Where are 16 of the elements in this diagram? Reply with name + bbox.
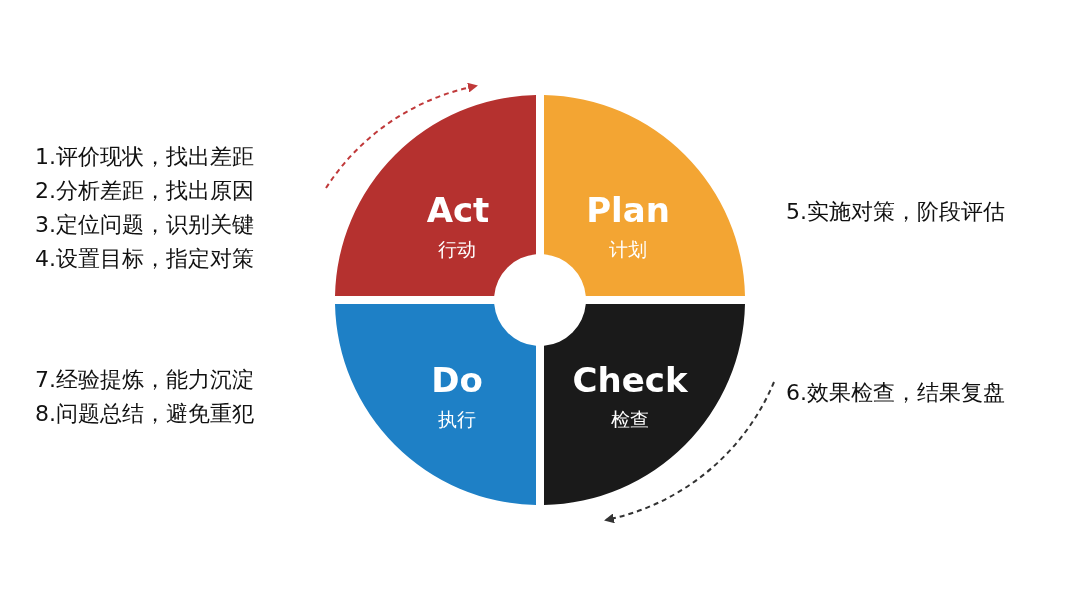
step-text: 8.问题总结，避免重犯: [35, 400, 254, 428]
step-text: 4.设置目标，指定对策: [35, 245, 254, 273]
quadrant-subtitle: 执行: [438, 407, 476, 432]
step-text: 3.定位问题，识别关键: [35, 211, 254, 239]
step-text: 2.分析差距，找出原因: [35, 177, 254, 205]
quadrant-subtitle: 检查: [611, 407, 649, 432]
quadrant-subtitle: 行动: [438, 237, 476, 262]
step-text: 1.评价现状，找出差距: [35, 143, 254, 171]
step-text: 6.效果检查，结果复盘: [786, 379, 1005, 407]
quadrant-title: Plan: [586, 190, 670, 230]
quadrant-title: Act: [426, 190, 490, 230]
quadrant-subtitle: 计划: [609, 237, 647, 262]
quadrant-title: Check: [572, 360, 688, 400]
step-text: 5.实施对策，阶段评估: [786, 198, 1005, 226]
quadrant-title: Do: [431, 360, 483, 400]
step-text: 7.经验提炼，能力沉淀: [35, 366, 254, 394]
